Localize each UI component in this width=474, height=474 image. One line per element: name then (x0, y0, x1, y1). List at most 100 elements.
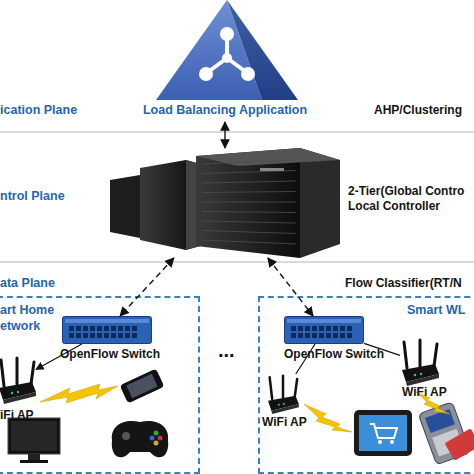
plane-name: ication Plane (0, 103, 77, 119)
openflow-switch-part-part (333, 326, 338, 331)
controller-servers: 2-Tier(Global Contro Local Controller (110, 148, 340, 258)
openflow-switch-part-part (312, 333, 317, 338)
openflow-switch-part-part (76, 333, 81, 338)
monitor-icon (8, 418, 60, 463)
openflow-switch-part-part (340, 333, 345, 338)
cart-symbol (370, 424, 397, 438)
openflow-switch-part (284, 316, 364, 344)
openflow-switch-part-part (298, 333, 303, 338)
wifi-ap-part-part-part (419, 340, 422, 366)
node-label: WiFi AP (402, 385, 472, 400)
gamepad-button (150, 436, 155, 441)
controller-servers-part-part (202, 181, 296, 183)
wifi-ap-part-part (278, 404, 280, 406)
openflow-switch-part-part (69, 326, 74, 331)
openflow-switch-part-part (291, 333, 296, 338)
wifi-ap-part-part (271, 404, 299, 414)
plane-name: ntrol Plane (0, 189, 65, 205)
node-label: Load Balancing Application (110, 103, 340, 119)
tablet-body (354, 410, 412, 456)
openflow-switch-part-part (340, 326, 345, 331)
gamepad-button (154, 441, 159, 446)
ellipsis-mark: ... (218, 338, 235, 363)
openflow-switch: OpenFlow Switch (284, 316, 364, 344)
gamepad-stick (122, 432, 130, 440)
wifi-ap-part-part (1, 358, 34, 386)
openflow-switch-part-part (298, 326, 303, 331)
wifi-ap-part-part-part (295, 379, 298, 397)
control-link (268, 258, 313, 316)
cart-wheel (378, 440, 382, 444)
controller-servers-part-part (260, 168, 284, 171)
controller-servers-part-part (202, 192, 296, 193)
wifi-ap-part-part (270, 376, 298, 399)
openflow-switch-part-part (347, 333, 352, 338)
plane-divider (0, 261, 474, 262)
openflow-switch-part-part (132, 333, 137, 338)
openflow-switch-part-part (285, 317, 364, 344)
wifi-ap-part-part-part (1, 360, 4, 386)
openflow-switch-part-part (305, 326, 310, 331)
application-triangle-part (130, 0, 320, 100)
link-line (296, 344, 315, 374)
wifi-ap-part-part (3, 392, 36, 404)
plane-name: ata Plane (0, 276, 55, 292)
controller-servers-part-part (202, 202, 296, 203)
openflow-switch-part (62, 316, 152, 344)
controller-servers-part-part (202, 240, 296, 244)
node-label: WiFi AP (262, 415, 332, 430)
wifi-ap-part-part (17, 391, 19, 393)
node-label: iFi AP (0, 408, 60, 423)
openflow-switch-part-part (312, 326, 317, 331)
openflow-switch-part-part (111, 333, 116, 338)
wifi-ap-part-part-part (434, 344, 437, 366)
gamepad-button (154, 431, 159, 436)
wireless-bolt (304, 404, 352, 432)
wifi-ap-part-part-part (31, 362, 34, 384)
openflow-switch-part-part (97, 326, 102, 331)
application-triangle-part-part (227, 0, 298, 100)
control-link (120, 258, 174, 316)
method-note: AHP/Clustering (374, 103, 462, 118)
monitor-base (20, 460, 48, 463)
controller-servers-part-part (140, 160, 200, 250)
wifi-ap: iFi AP (0, 356, 36, 404)
plane-divider (0, 131, 474, 132)
wifi-ap-part-part (420, 373, 422, 375)
controller-servers-part-part (196, 148, 340, 166)
wifi-ap-part-part (11, 392, 13, 394)
openflow-switch-part-part (333, 333, 338, 338)
openflow-switch-part-part (83, 333, 88, 338)
network-group: Smart WLOpenFlow SwitchWiFi APWiFi AP (258, 296, 474, 474)
openflow-switch: OpenFlow Switch (62, 316, 152, 344)
application-triangle-part-part (208, 36, 246, 72)
monitor-neck (28, 454, 40, 460)
openflow-switch-part-part (326, 333, 331, 338)
openflow-switch-part-part (63, 317, 152, 344)
openflow-switch-part-part (326, 326, 331, 331)
openflow-switch-part-part (90, 326, 95, 331)
openflow-switch-part-part (90, 333, 95, 338)
wifi-ap-part-part (406, 374, 439, 386)
node-label: OpenFlow Switch (284, 347, 394, 362)
wifi-ap-part (266, 374, 300, 414)
wifi-ap-part (400, 338, 440, 386)
node-label: 2-Tier(Global Contro Local Controller (348, 184, 474, 214)
controller-servers-part-part (202, 231, 296, 234)
openflow-switch-part-part (111, 326, 116, 331)
controller-servers-part-part (300, 148, 340, 258)
controller-servers-part-part (202, 160, 296, 164)
controller-servers-part-part (202, 212, 296, 213)
application-triangle-part-part-part (222, 53, 232, 63)
cart-wheel (390, 440, 394, 444)
openflow-switch-part-part (83, 326, 88, 331)
openflow-switch-part-part (291, 326, 296, 331)
link-line (364, 343, 400, 355)
application-triangle-part-part-part (220, 27, 234, 41)
monitor-frame (8, 418, 60, 454)
openflow-switch-part-part (65, 319, 149, 323)
phone-icon (120, 368, 165, 403)
network-group: art Home etworkOpenFlow SwitchiFi AP (0, 296, 200, 474)
wifi-ap: WiFi AP (400, 338, 440, 386)
